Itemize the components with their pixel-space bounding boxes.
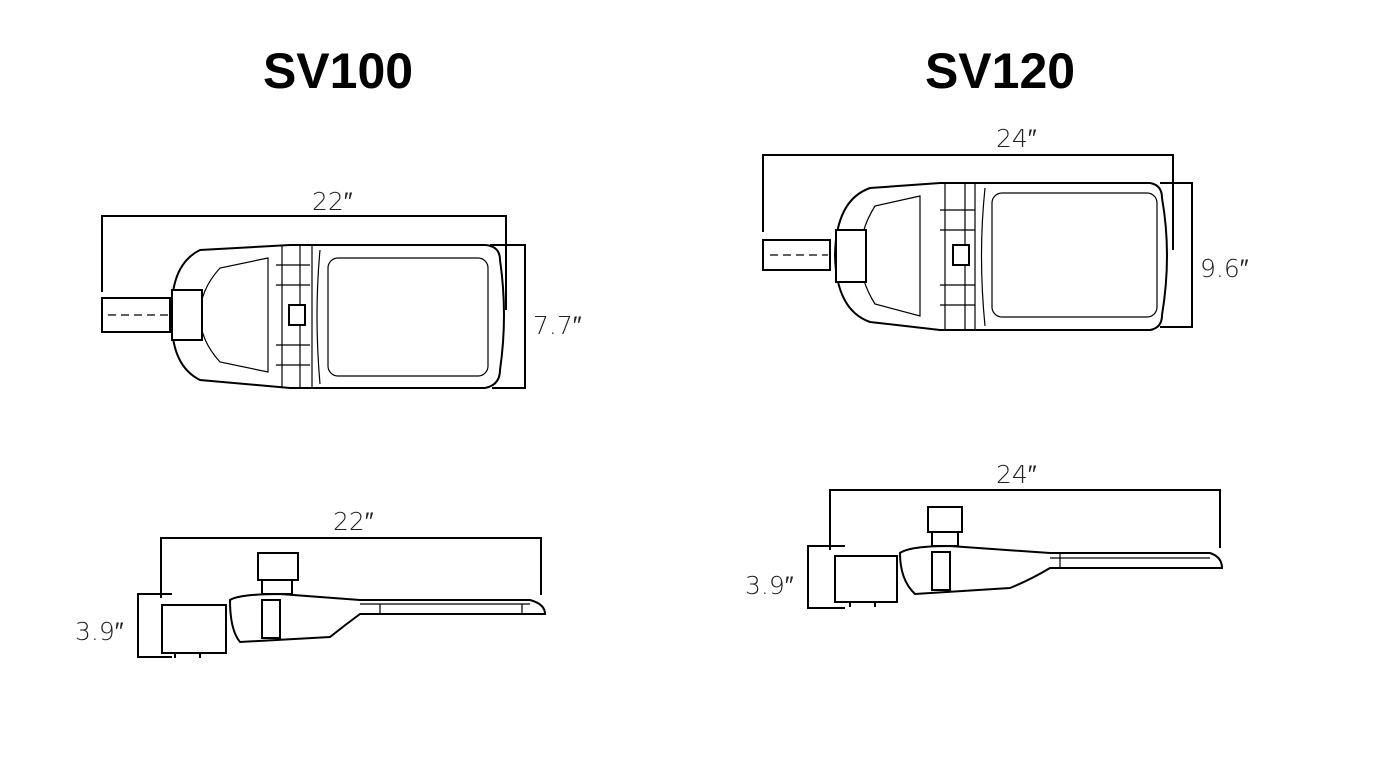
sv120-sensor-port <box>952 244 970 266</box>
sv120-mount-clamp <box>835 229 867 283</box>
sv120-top-width-dimension-line <box>1160 182 1193 328</box>
sv120-strap <box>931 551 951 591</box>
sv100-top-view: 22″ 7.7″ <box>101 187 582 389</box>
sv120-side-length-label: 24″ <box>996 460 1037 489</box>
sv100-side-length-label: 22″ <box>333 507 374 536</box>
sv120-title: SV120 <box>925 43 1075 99</box>
sv100-side-height-label: 3.9″ <box>75 617 124 646</box>
sv120-side-height-dimension-line <box>807 545 845 609</box>
sv100-housing <box>228 592 547 644</box>
sv100-optic-panel <box>327 257 489 377</box>
sv100-side-length-dimension-line <box>160 537 542 598</box>
sv120-top-view: 24″ 9.6″ <box>762 124 1249 331</box>
sv120-side-view: 24″ 3.9″ <box>745 460 1224 609</box>
sv120-side-height-label: 3.9″ <box>745 571 794 600</box>
sv100-mount-clamp <box>171 289 203 341</box>
sv100-top-length-label: 22″ <box>312 187 353 216</box>
sv100-top-width-dimension-line <box>490 244 526 389</box>
sv100-fixture-body <box>170 244 505 389</box>
sv100-title: SV100 <box>263 43 413 99</box>
sv100-photocell <box>257 552 299 581</box>
sv120-top-length-label: 24″ <box>996 124 1037 153</box>
sv100-side-height-dimension-line <box>137 593 172 658</box>
sv120-fixture-body <box>833 182 1168 331</box>
sv120-side-length-dimension-line <box>829 489 1221 550</box>
sv120-top-length-dimension-line <box>762 154 1174 250</box>
sv120-photocell <box>927 506 963 533</box>
sv120-optic-panel <box>991 192 1158 318</box>
sv120-mount-box <box>834 555 898 603</box>
sv100-sensor-port <box>288 304 306 326</box>
sv100-top-length-dimension-line <box>101 215 507 310</box>
sv100-top-width-label: 7.7″ <box>533 311 582 340</box>
sv100-side-view: 22″ 3.9″ <box>75 507 547 658</box>
sv100-strap <box>261 599 281 639</box>
sv120-top-width-label: 9.6″ <box>1200 254 1249 283</box>
sv100-mount-box <box>161 604 227 654</box>
